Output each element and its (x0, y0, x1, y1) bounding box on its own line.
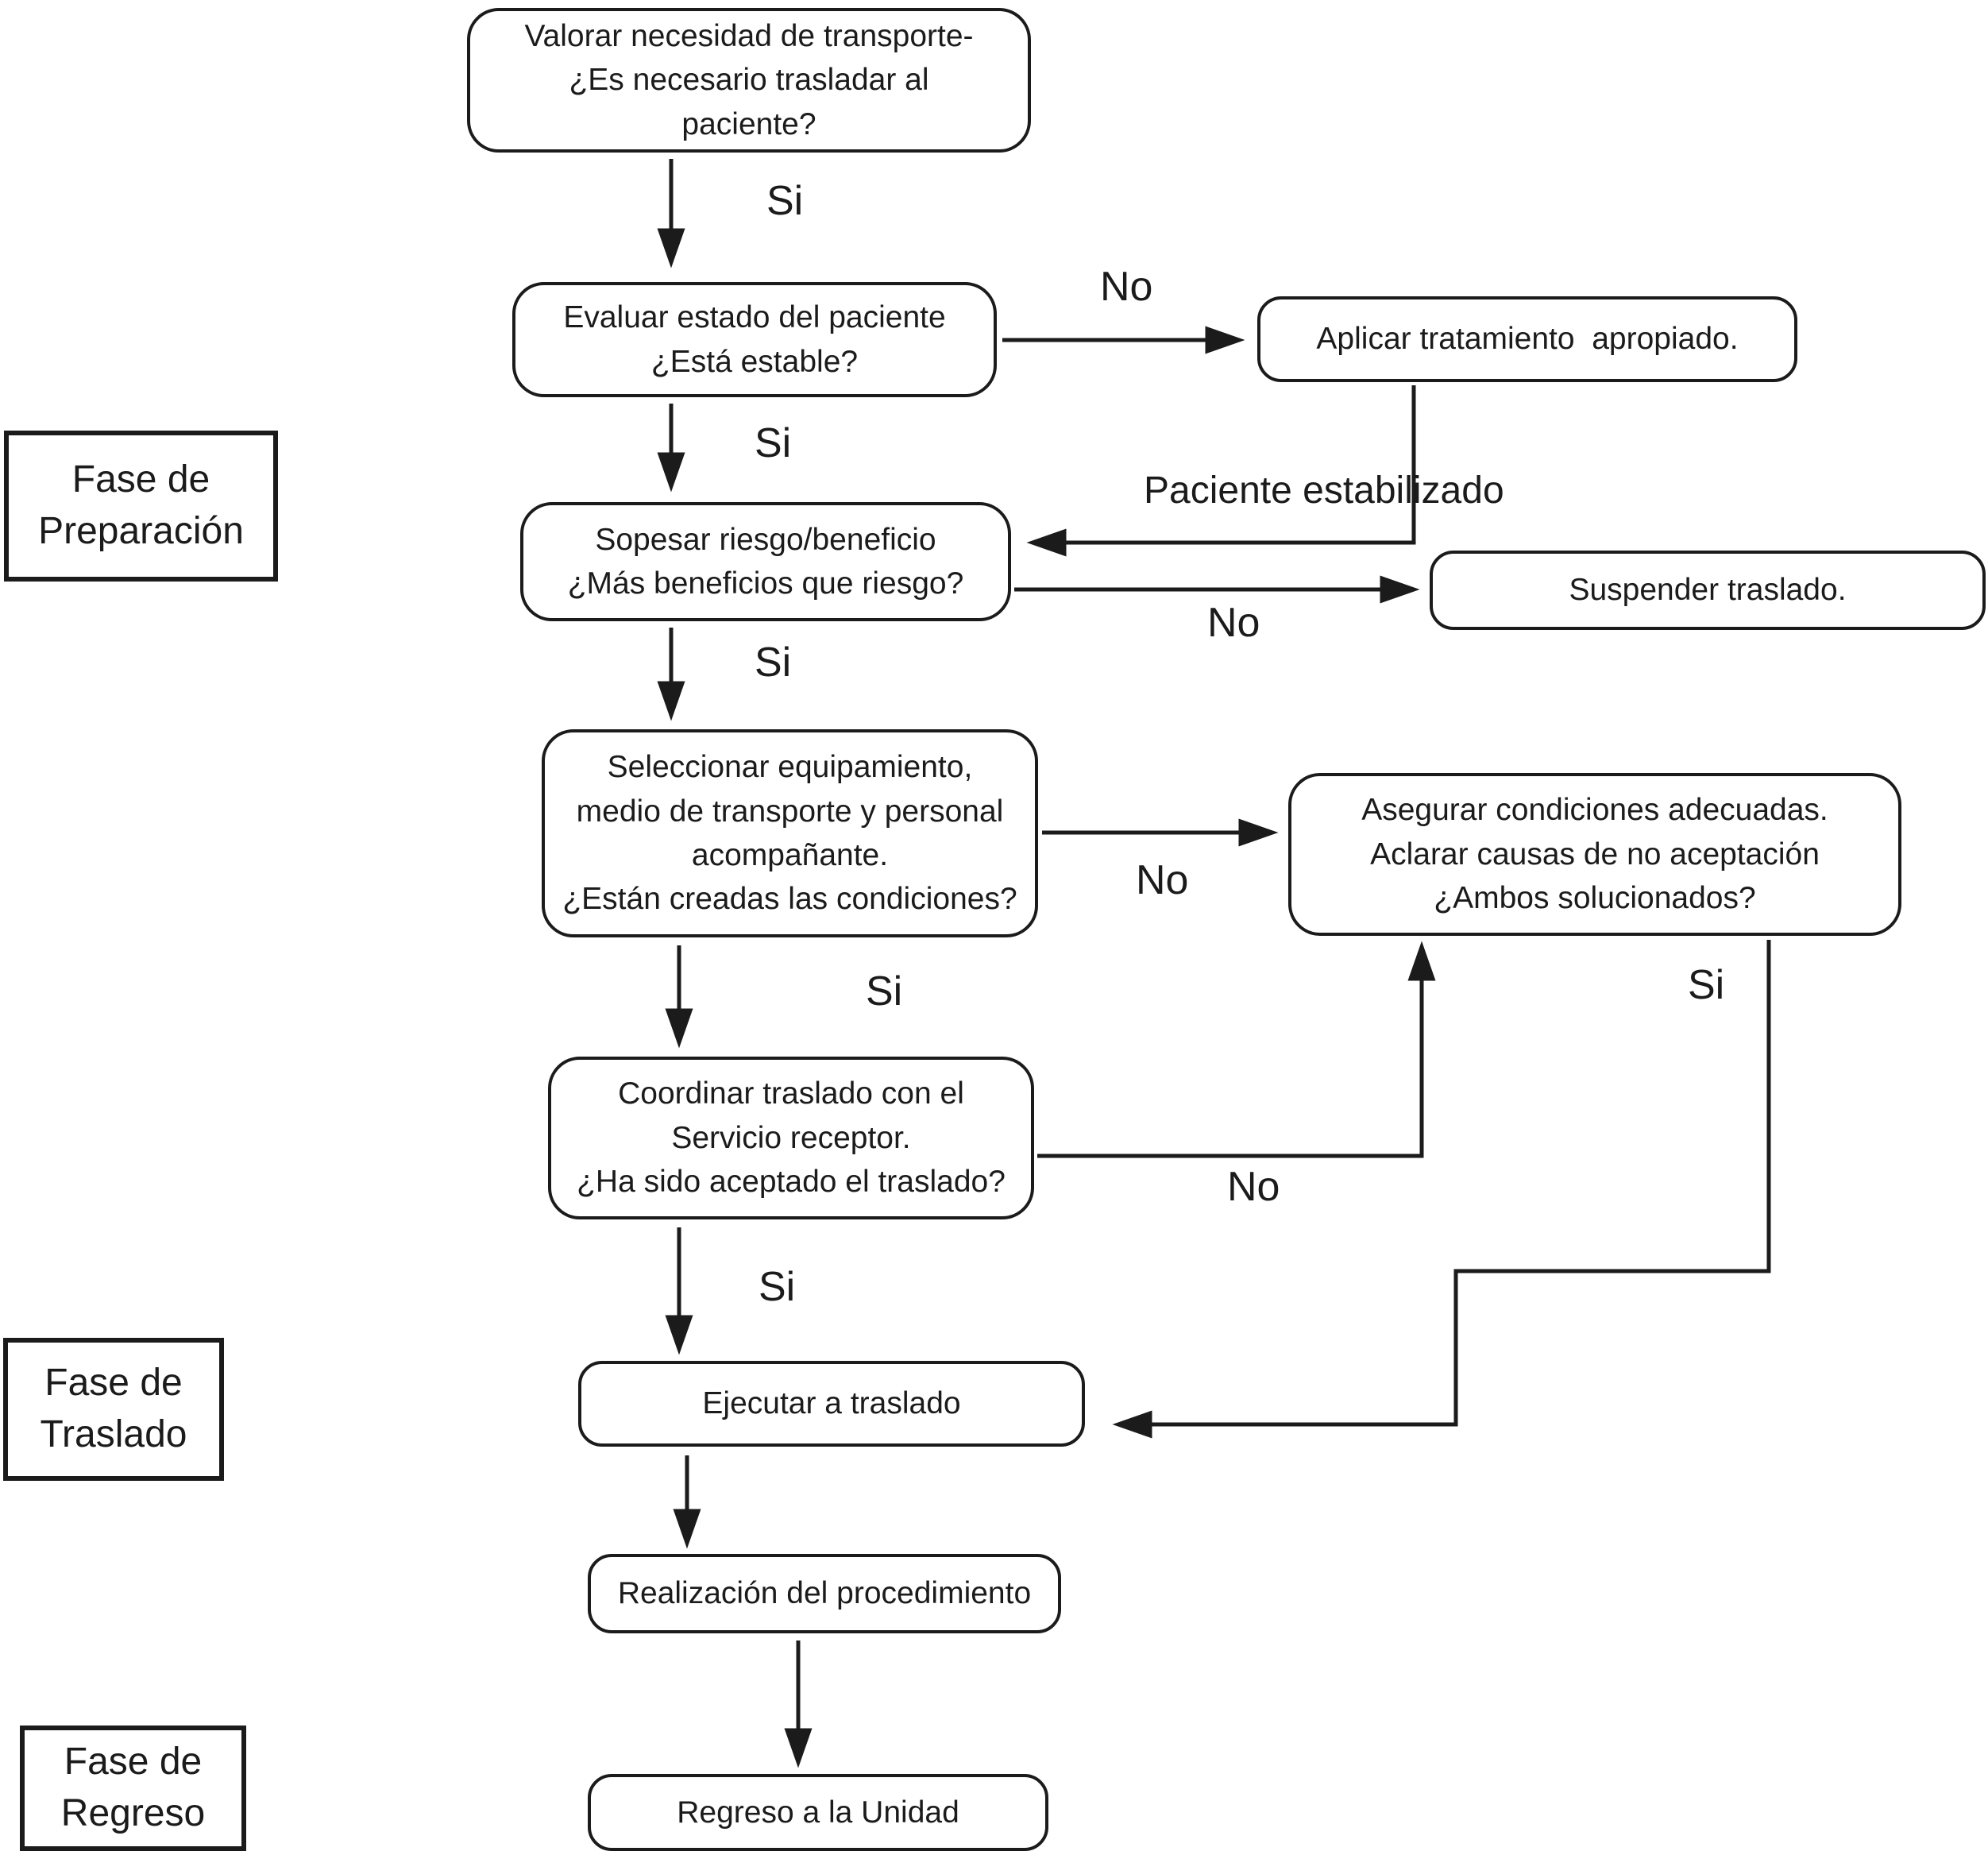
node-aplicar-tratamiento: Aplicar tratamiento apropiado. (1257, 296, 1797, 382)
edge-label-si-condiciones: Si (866, 968, 903, 1014)
node-ejecutar-traslado: Ejecutar a traslado (578, 1361, 1085, 1447)
edge-label-si-aceptado: Si (759, 1264, 796, 1310)
node-coordinar-traslado: Coordinar traslado con el Servicio recep… (548, 1057, 1034, 1219)
node-suspender-traslado: Suspender traslado. (1430, 551, 1986, 630)
phase-label-traslado: Fase de Traslado (3, 1338, 224, 1481)
edge-label-no-beneficio: No (1207, 600, 1260, 646)
node-seleccionar-equipamiento: Seleccionar equipamiento, medio de trans… (542, 729, 1038, 937)
arrow-coordinar-asegurar (1037, 941, 1436, 1158)
node-realizacion-procedimiento: Realización del procedimiento (588, 1554, 1061, 1633)
edge-label-no-condiciones: No (1136, 857, 1189, 903)
edge-label-si-solucionados: Si (1688, 962, 1725, 1008)
edge-label-no-estable: No (1100, 264, 1153, 310)
arrow-aplicar-sopesar (1026, 385, 1416, 557)
phase-label-preparacion: Fase de Preparación (4, 431, 278, 582)
node-asegurar-condiciones: Asegurar condiciones adecuadas. Aclarar … (1288, 773, 1901, 936)
edge-label-si-necesidad: Si (766, 178, 804, 224)
node-sopesar-riesgo: Sopesar riesgo/beneficio ¿Más beneficios… (520, 502, 1011, 621)
edge-label-no-aceptado: No (1227, 1164, 1280, 1210)
node-evaluar-estado: Evaluar estado del paciente ¿Está establ… (512, 282, 997, 397)
edge-label-si-beneficio: Si (755, 640, 792, 686)
arrow-asegurar-ejecutar (1112, 940, 1771, 1439)
edge-label-si-estable: Si (755, 420, 792, 466)
node-valorar-necesidad: Valorar necesidad de transporte- ¿Es nec… (467, 8, 1031, 153)
node-regreso-unidad: Regreso a la Unidad (588, 1774, 1048, 1851)
phase-label-regreso: Fase de Regreso (20, 1726, 246, 1851)
edge-label-paciente-estabilizado: Paciente estabilizado (1144, 470, 1504, 512)
